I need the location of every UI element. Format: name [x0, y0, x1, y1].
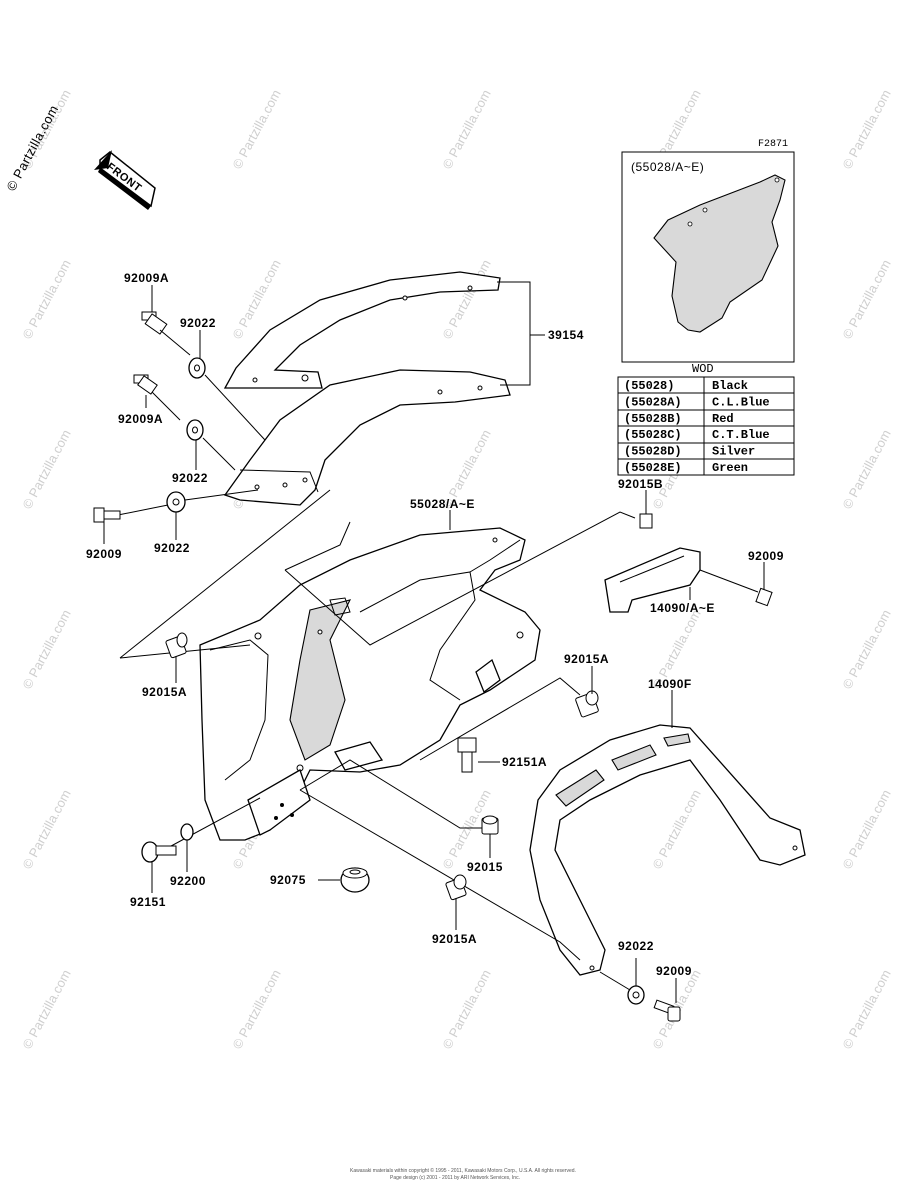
part-14090-bracket	[604, 547, 701, 613]
label-92022-1: 92022	[180, 316, 216, 330]
site-mark: © Partzilla.com	[3, 102, 61, 193]
label-92151: 92151	[130, 895, 166, 909]
label-92015: 92015	[467, 860, 503, 874]
color-table-header: WOD	[692, 362, 714, 376]
watermark-text: © Partzilla.com	[839, 967, 893, 1051]
color-table-color: C.L.Blue	[712, 395, 770, 409]
bolt-92151a	[457, 737, 477, 773]
figure-id: F2871	[758, 139, 788, 150]
label-92075: 92075	[270, 873, 306, 887]
screw-92009-right	[699, 569, 773, 607]
washer-92200	[180, 823, 194, 841]
watermark-text: © Partzilla.com	[439, 87, 493, 171]
part-39154-strip-upper	[223, 271, 501, 389]
watermark-text: © Partzilla.com	[839, 787, 893, 871]
color-table-code: (55028D)	[624, 445, 682, 459]
collar-92015a-left	[165, 632, 188, 659]
collar-92015a-bottom	[445, 874, 467, 901]
label-92009-bottom: 92009	[656, 964, 692, 978]
watermark-text: © Partzilla.com	[19, 967, 73, 1051]
label-92015a-bottom: 92015A	[432, 932, 477, 946]
label-92015b: 92015B	[618, 477, 663, 491]
label-92022-3: 92022	[154, 541, 190, 555]
label-92015a-left: 92015A	[142, 685, 187, 699]
watermark-text: © Partzilla.com	[649, 787, 703, 871]
part-39154-strip-lower	[223, 369, 511, 506]
label-14090f: 14090F	[648, 677, 692, 691]
label-92009-left: 92009	[86, 547, 122, 561]
label-92015a-right: 92015A	[564, 652, 609, 666]
watermark-text: © Partzilla.com	[839, 257, 893, 341]
footer-copyright: Kawasaki materials within copyright © 19…	[350, 1167, 576, 1174]
watermark-text: © Partzilla.com	[19, 787, 73, 871]
label-92009-right: 92009	[748, 549, 784, 563]
front-arrow-icon: FRONT	[94, 150, 156, 210]
label-92022-4: 92022	[618, 939, 654, 953]
part-55028-fairing	[199, 527, 541, 841]
label-92200: 92200	[170, 874, 206, 888]
inset-title: (55028/A~E)	[631, 160, 704, 174]
screw-92009-bottom	[599, 971, 681, 1022]
color-table: WOD (55028) Black (55028A) C.L.Blue (55028B)…	[617, 362, 795, 476]
color-table-code: (55028C)	[624, 428, 682, 442]
footer-design: Page design (c) 2001 - 2011 by ARI Netwo…	[390, 1175, 520, 1181]
color-table-color: Black	[712, 379, 748, 393]
watermark-text: © Partzilla.com	[439, 967, 493, 1051]
color-table-code: (55028B)	[624, 412, 682, 426]
watermark-text: © Partzilla.com	[839, 427, 893, 511]
watermark-text: © Partzilla.com	[19, 257, 73, 341]
watermark-text: © Partzilla.com	[439, 257, 493, 341]
watermark-text: © Partzilla.com	[839, 87, 893, 171]
watermark-text: © Partzilla.com	[229, 87, 283, 171]
label-14090: 14090/A~E	[650, 601, 715, 615]
watermark-text: © Partzilla.com	[19, 607, 73, 691]
collar-92015	[481, 815, 499, 835]
screw-92009a-2	[133, 374, 181, 421]
color-table-code: (55028)	[624, 379, 674, 393]
label-92022-2: 92022	[172, 471, 208, 485]
label-92009a-2: 92009A	[118, 412, 163, 426]
part-14090f-grab-rail	[529, 724, 806, 976]
bolt-92151	[141, 841, 177, 863]
label-55028: 55028/A~E	[410, 497, 475, 511]
watermark-text: © Partzilla.com	[229, 967, 283, 1051]
color-table-color: Green	[712, 461, 748, 475]
label-92151a: 92151A	[502, 755, 547, 769]
label-92009a-1: 92009A	[124, 271, 169, 285]
color-table-color: Silver	[712, 445, 755, 459]
watermark-text: © Partzilla.com	[19, 427, 73, 511]
collar-92015a-right	[575, 690, 599, 718]
color-table-code: (55028E)	[624, 461, 682, 475]
grommet-92075	[318, 867, 370, 893]
watermark-text: © Partzilla.com	[839, 607, 893, 691]
color-table-code: (55028A)	[624, 395, 682, 409]
color-table-color: Red	[712, 412, 734, 426]
inset-cover-shape	[653, 174, 786, 333]
screw-92009-left	[93, 507, 121, 523]
label-39154: 39154	[548, 328, 584, 342]
color-table-color: C.T.Blue	[712, 428, 770, 442]
inset-panel: (55028/A~E)	[621, 151, 795, 363]
screw-92009a-1	[141, 311, 191, 356]
